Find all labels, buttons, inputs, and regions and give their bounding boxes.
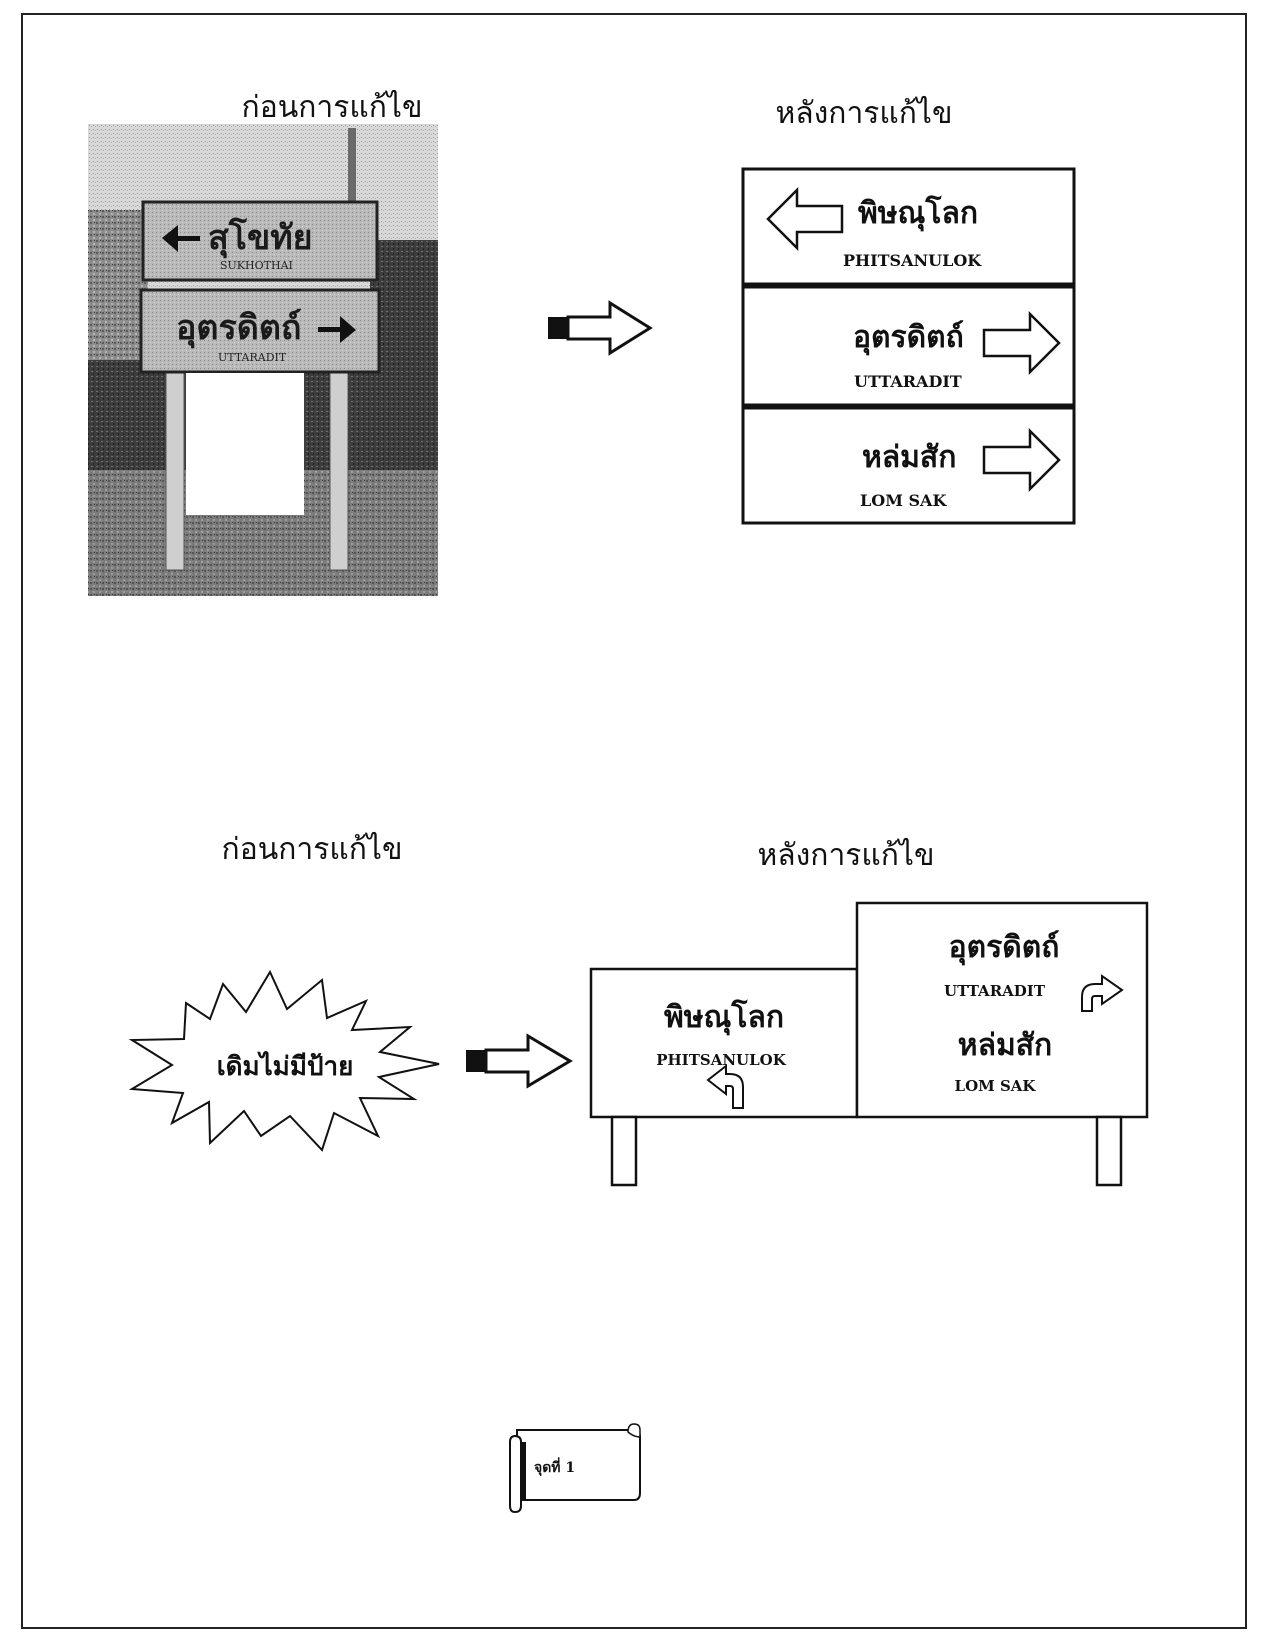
scroll-label: จุดที่ 1: [534, 1457, 575, 1479]
after-top-row1-eng: PHITSANULOK: [843, 251, 981, 270]
top-after-heading: หลังการแก้ไข: [775, 90, 952, 137]
photo-sign2-eng: UTTARADIT: [218, 351, 286, 364]
bottom-after-heading: หลังการแก้ไข: [757, 832, 934, 879]
bottom-before-heading: ก่อนการแก้ไข: [222, 826, 403, 873]
transition-arrow-icon-top: [548, 303, 650, 353]
after-top-row2-thai: อุตรดิตถ์: [853, 314, 964, 361]
after-top-row2-eng: UTTARADIT: [854, 372, 962, 391]
after-sign-bottom: [591, 903, 1147, 1185]
top-before-heading: ก่อนการแก้ไข: [242, 84, 423, 131]
redacted-area: [186, 373, 304, 515]
transition-arrow-icon-bottom: [466, 1036, 570, 1086]
after-top-row3-thai: หล่มสัก: [862, 434, 956, 481]
after-bottom-right-row1-thai: อุตรดิตถ์: [949, 924, 1060, 971]
after-bottom-right-row2-eng: LOM SAK: [955, 1077, 1036, 1095]
after-bottom-left-thai: พิษณุโลก: [664, 994, 784, 1041]
no-sign-text: เดิมไม่มีป้าย: [217, 1046, 354, 1087]
photo-sign1-thai: สุโขทัย: [208, 210, 313, 264]
after-top-row1-thai: พิษณุโลก: [858, 190, 978, 237]
photo-sign1-eng: SUKHOTHAI: [220, 259, 293, 272]
after-bottom-right-row1-eng: UTTARADIT: [944, 982, 1045, 1000]
sign-post-right: [1097, 1117, 1121, 1185]
photo-sign2-thai: อุตรดิตถ์: [176, 300, 302, 354]
after-top-row3-eng: LOM SAK: [860, 491, 946, 510]
after-bottom-right-row2-thai: หล่มสัก: [958, 1022, 1052, 1069]
sign-post-left: [612, 1117, 636, 1185]
after-bottom-left-eng: PHITSANULOK: [656, 1051, 786, 1069]
